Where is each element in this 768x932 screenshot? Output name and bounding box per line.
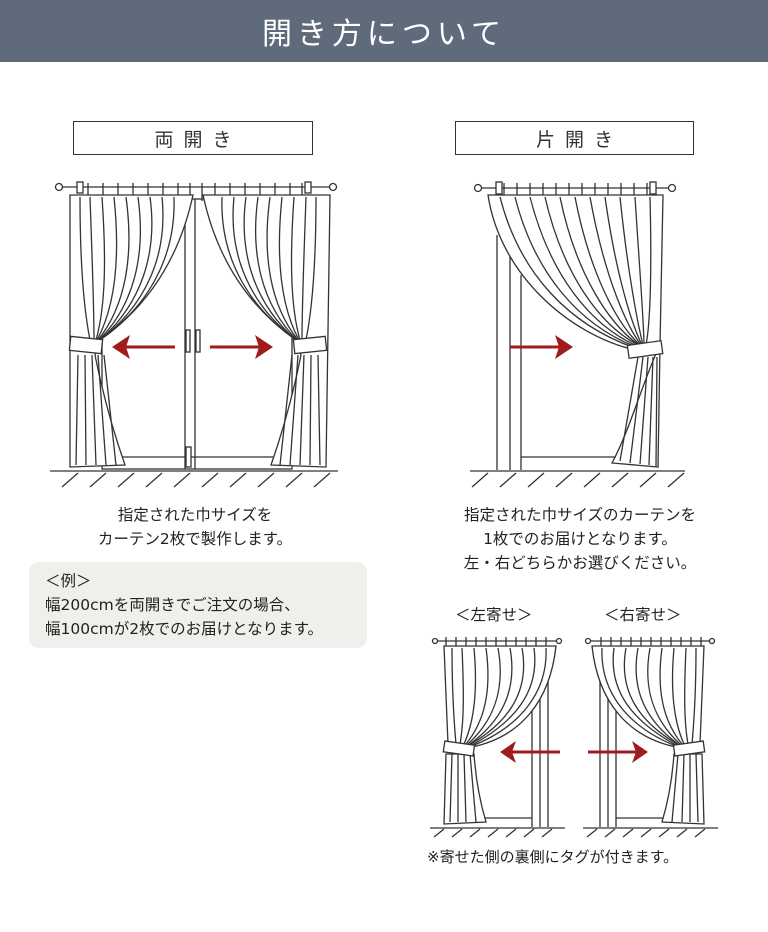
double-opening-label: 両開き xyxy=(73,121,313,155)
curtain-single-opening-illustration xyxy=(470,181,685,488)
curtain-left-gather-illustration xyxy=(430,637,565,838)
example-line: 幅200cmを両開きでご注文の場合、 xyxy=(45,596,300,614)
single-opening-label: 片開き xyxy=(455,121,694,155)
left-gather-label: ＜左寄せ＞ xyxy=(455,606,533,624)
curtain-double-opening-illustration xyxy=(50,181,338,488)
tag-note: ※寄せた側の裏側にタグが付きます。 xyxy=(427,848,679,866)
page-header: 開き方について xyxy=(0,0,768,62)
caption-line: 指定された巾サイズを xyxy=(117,506,273,524)
caption-line: 1枚でのお届けとなります。 xyxy=(483,530,677,548)
double-opening-label-text: 両開き xyxy=(154,128,242,151)
example-title: ＜例＞ xyxy=(45,572,92,590)
caption-line: カーテン2枚で製作します。 xyxy=(97,530,293,548)
example-box: ＜例＞ 幅200cmを両開きでご注文の場合、 幅100cmが2枚でのお届けとなり… xyxy=(29,562,367,648)
single-opening-label-text: 片開き xyxy=(535,128,623,151)
curtain-right-gather-illustration xyxy=(583,637,718,838)
page-title: 開き方について xyxy=(261,17,507,52)
caption-line: 左・右どちらかお選びください。 xyxy=(463,554,697,572)
right-gather-label: ＜右寄せ＞ xyxy=(604,606,682,624)
example-line: 幅100cmが2枚でのお届けとなります。 xyxy=(45,620,324,638)
double-opening-caption: 指定された巾サイズを カーテン2枚で製作します。 xyxy=(40,503,350,551)
caption-line: 指定された巾サイズのカーテンを xyxy=(463,506,697,524)
single-opening-caption: 指定された巾サイズのカーテンを 1枚でのお届けとなります。 左・右どちらかお選び… xyxy=(420,503,740,575)
